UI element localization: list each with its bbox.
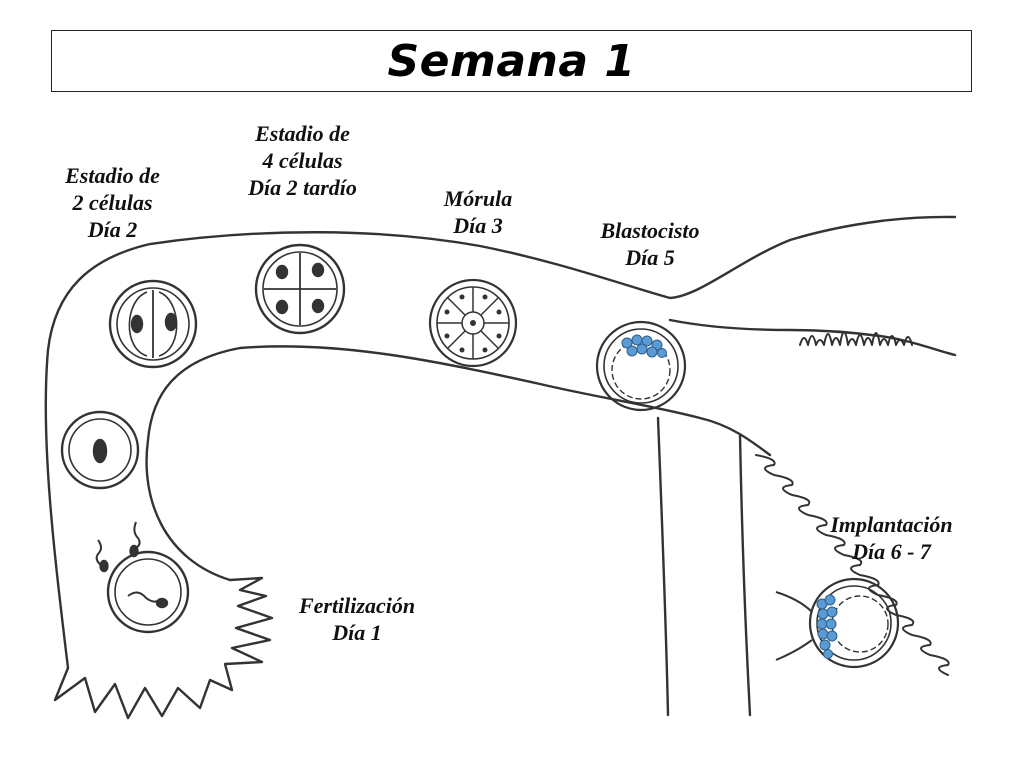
endometrium-folds-side — [755, 454, 950, 676]
fimbriae — [53, 576, 274, 720]
label-four-cell-stage: Estadio de 4 células Día 2 tardío — [248, 121, 357, 200]
label-fertilization: Fertilización Día 1 — [298, 593, 416, 645]
morula — [428, 278, 518, 368]
tube-outer-wall — [44, 215, 957, 670]
four-cell-embryo — [254, 243, 346, 335]
label-blastocyst: Blastocisto Día 5 — [600, 218, 700, 270]
label-morula: Mórula Día 3 — [443, 186, 513, 238]
implanting-blastocyst — [775, 577, 900, 669]
blastocyst — [595, 320, 687, 412]
uterus-wall-left — [656, 416, 670, 717]
tube-lumen-line — [668, 318, 957, 357]
label-implantation: Implantación Día 6 - 7 — [830, 512, 953, 564]
tube-inner-wall — [145, 345, 772, 582]
uterus-wall-right — [738, 433, 752, 717]
zygote — [60, 410, 140, 490]
label-two-cell-stage: Estadio de 2 células Día 2 — [65, 163, 160, 242]
fertilization-oocyte — [95, 521, 190, 634]
endometrium-folds-top — [799, 331, 913, 346]
title-box: Semana 1 — [51, 30, 972, 92]
two-cell-embryo — [108, 279, 198, 369]
page-title: Semana 1 — [387, 35, 636, 87]
